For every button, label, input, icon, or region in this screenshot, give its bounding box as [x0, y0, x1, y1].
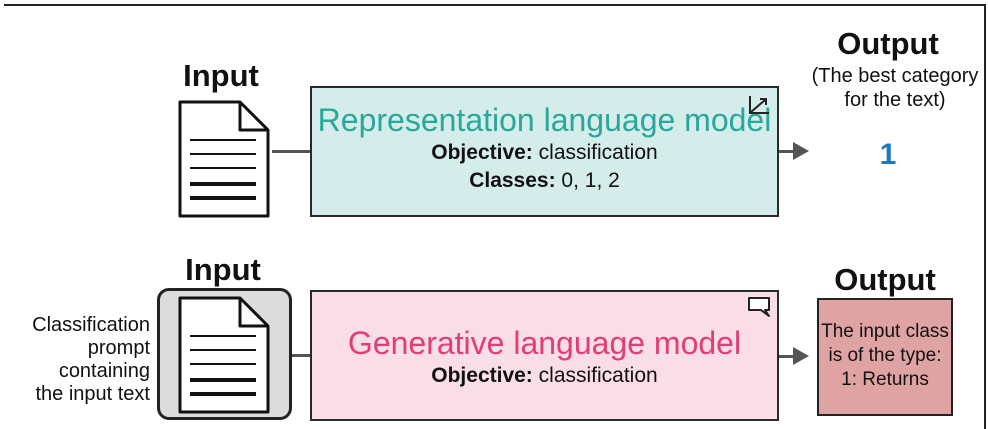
generative-model-title: Generative language model — [347, 325, 742, 361]
prompt-caption-line-1: Classification — [32, 314, 150, 336]
top-objective-value: classification — [538, 141, 658, 164]
top-document-icon — [178, 100, 270, 218]
representation-model-box: Representation language model Objective:… — [310, 86, 779, 217]
top-output-connector — [779, 150, 793, 153]
bottom-input-connector — [292, 354, 310, 357]
output-line-1: The input class — [821, 321, 949, 342]
output-line-3: 1: Returns — [841, 369, 929, 390]
chat-bubble-icon — [748, 297, 770, 317]
prompt-caption-line-4: the input text — [35, 383, 150, 405]
top-input-heading: Input — [183, 58, 259, 93]
top-output-arrowhead — [793, 142, 809, 160]
bottom-output-connector — [779, 355, 793, 358]
prompt-caption-line-3: containing — [58, 360, 150, 382]
bottom-objective-label: Objective: — [431, 364, 533, 387]
top-classes-line: Classes: 0, 1, 2 — [312, 167, 777, 195]
output-line-2: is of the type: — [828, 345, 942, 366]
top-objective-label: Objective: — [431, 141, 533, 164]
top-output-heading: Output — [837, 26, 939, 61]
top-output-value: 1 — [879, 138, 897, 171]
bottom-document-icon — [178, 296, 270, 414]
figure-frame — [4, 4, 986, 429]
prompt-caption-line-2: prompt — [87, 337, 150, 359]
top-objective-line: Objective: classification — [312, 139, 777, 167]
top-classes-value: 0, 1, 2 — [561, 169, 620, 192]
generative-model-box: Generative language model Objective: cla… — [310, 290, 779, 421]
top-classes-label: Classes: — [469, 169, 556, 192]
top-output-caption-line-1: (The best category — [811, 65, 979, 87]
bottom-objective-value: classification — [538, 364, 658, 387]
output-class-box: The input class is of the type: 1: Retur… — [817, 298, 953, 416]
representation-model-title: Representation language model — [317, 102, 772, 138]
bottom-output-arrowhead — [793, 347, 809, 365]
chart-axes-icon — [749, 96, 769, 114]
top-input-connector — [272, 150, 310, 153]
prompt-caption: Classification prompt containing the inp… — [10, 314, 150, 406]
bottom-output-heading: Output — [834, 262, 936, 297]
top-output-caption: (The best category for the text) — [808, 64, 982, 112]
bottom-input-heading: Input — [185, 252, 261, 287]
bottom-objective-line: Objective: classification — [312, 362, 777, 390]
top-output-caption-line-2: for the text) — [844, 89, 946, 111]
